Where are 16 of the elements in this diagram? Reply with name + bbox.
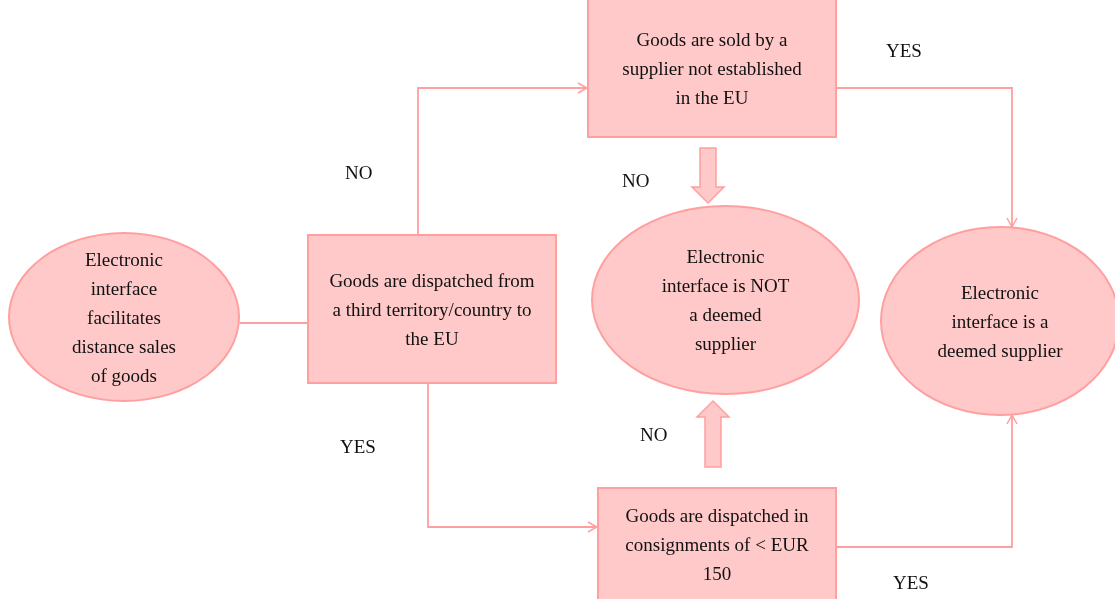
- arrow: [836, 87, 1018, 228]
- connector-line: [239, 322, 308, 324]
- node-text: Goods are dispatched from a third territory/country to the EU: [328, 268, 536, 351]
- process-box: [307, 234, 557, 384]
- process-box: [587, 0, 837, 138]
- process-box: [597, 487, 837, 599]
- arrow: [417, 82, 588, 235]
- arrow: [427, 383, 598, 533]
- node-text: Electronic interface is a deemed supplier: [937, 280, 1063, 363]
- node-text: Electronic interface is NOT a deemed supplier: [661, 245, 790, 356]
- node-text: Goods are sold by a supplier not established in the EU: [621, 27, 803, 110]
- node-text: Electronic interface facilitates distance sales of goods: [71, 247, 177, 388]
- block-arrow: [690, 147, 726, 205]
- node-text: Goods are dispatched in consignments of < EUR 150: [624, 503, 810, 586]
- block-arrow: [695, 399, 731, 468]
- arrow: [836, 414, 1018, 548]
